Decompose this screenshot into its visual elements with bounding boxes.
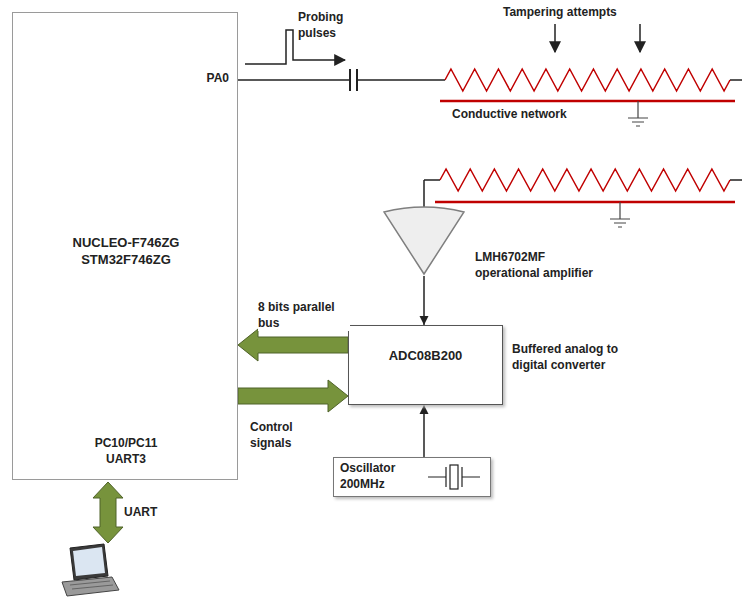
capacitor-symbol: [350, 69, 357, 91]
ground-symbol: [628, 101, 648, 126]
probe-wire: [238, 79, 742, 81]
adc-box: ADC08B200: [348, 325, 503, 405]
tamper-arrow: [554, 24, 556, 52]
part-description: Buffered analog to digital converter: [512, 342, 640, 373]
conductive-bar: [435, 101, 735, 202]
node-text: LMH6702MF operational amplifier: [475, 250, 607, 281]
mcu-board: PA0NUCLEO-F746ZG STM32F746ZG PC10/PC11 UA…: [12, 12, 238, 480]
edge-label: Control signals: [250, 420, 320, 451]
signal-label: Probing pulses: [298, 10, 362, 41]
uart-arrow: [93, 482, 123, 543]
signal-arrow: [420, 405, 429, 457]
ground-symbol: [610, 202, 630, 227]
annotation: Tampering attempts: [503, 5, 617, 21]
bus-arrow: [238, 329, 348, 361]
resistor-symbol: [440, 169, 730, 191]
opamp-triangle: LMH6702MF operational amplifier: [383, 206, 465, 276]
node-text: PA0: [207, 71, 229, 87]
signal-arrow: [420, 276, 429, 325]
node-text: PC10/PC11 UART3: [81, 436, 171, 467]
tamper-arrow: [639, 24, 641, 52]
node-text: Oscillator 200MHz: [340, 461, 420, 492]
part-label: Conductive network: [452, 107, 567, 123]
signal-label: UART: [124, 505, 157, 521]
laptop-icon: [62, 544, 119, 596]
oscillator-box: Oscillator 200MHz: [333, 457, 491, 497]
bus-arrow: [238, 380, 348, 412]
node-text: NUCLEO-F746ZG STM32F746ZG: [49, 235, 203, 269]
node-text: ADC08B200: [349, 348, 502, 365]
edge-label: 8 bits parallel bus: [258, 300, 350, 331]
resistor-symbol: [445, 69, 730, 91]
